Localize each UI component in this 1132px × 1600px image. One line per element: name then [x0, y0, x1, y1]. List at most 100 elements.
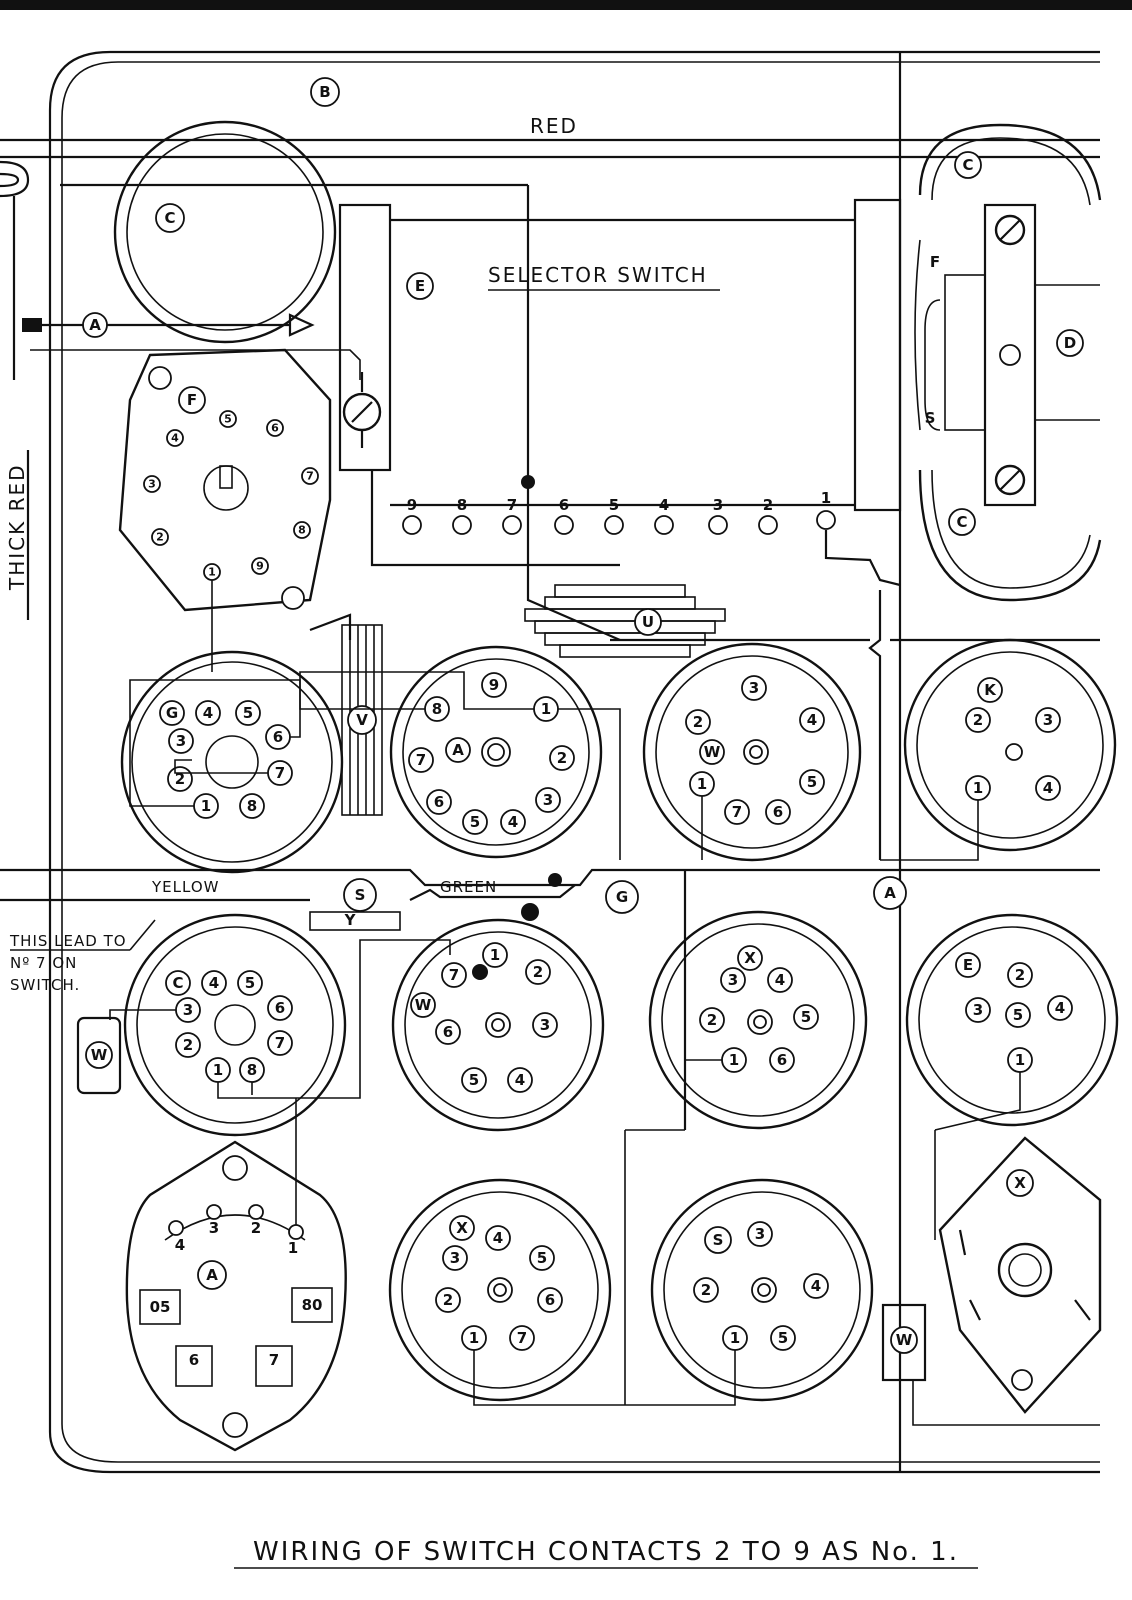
r-pin-4: 4 — [493, 1229, 503, 1247]
r-pin-3: 3 — [450, 1249, 460, 1267]
label-p: E — [963, 956, 973, 974]
r-pin-2: 2 — [443, 1291, 453, 1309]
n-pin-5: 5 — [801, 1008, 811, 1026]
label-b: B — [319, 83, 330, 101]
f-contact-6: 6 — [271, 422, 279, 435]
p-pin-5: 5 — [1013, 1006, 1023, 1024]
f-contact-2: 2 — [156, 531, 164, 544]
selector-switch: E SELECTOR SWITCH 9 8 7 6 5 4 3 2 1 — [60, 183, 902, 642]
g-pin-8: 8 — [247, 797, 257, 815]
label-k: K — [984, 681, 997, 699]
label-s: S — [713, 1231, 724, 1249]
g-pin-6: 6 — [273, 728, 283, 746]
l-pin-6: 6 — [275, 999, 285, 1017]
contact-6: 6 — [559, 496, 569, 514]
q-pin-4: 4 — [175, 1236, 185, 1254]
note-lead: THIS LEAD TO Nº 7 ON SWITCH. — [9, 919, 156, 994]
label-w-left: W — [91, 1046, 108, 1064]
s-pin-3: 3 — [755, 1225, 765, 1243]
label-y: Y — [344, 911, 357, 929]
socket-n: X 3 4 2 5 1 6 — [648, 910, 868, 1130]
l-pin-5: 5 — [245, 974, 255, 992]
q-pin-6: 6 — [189, 1351, 199, 1369]
m-pin-7: 7 — [449, 966, 459, 984]
n-pin-3: 3 — [728, 971, 738, 989]
label-j: W — [704, 743, 721, 761]
h-pin-9: 9 — [489, 676, 499, 694]
socket-j: W 3 2 4 5 1 7 6 — [642, 642, 862, 862]
label-c-bottom-right: C — [956, 513, 967, 531]
k-pin-4: 4 — [1043, 779, 1053, 797]
f-contact-1: 1 — [208, 566, 216, 579]
m-pin-2: 2 — [533, 963, 543, 981]
red-wire-label: RED — [530, 114, 578, 138]
k-pin-3: 3 — [1043, 711, 1053, 729]
g-pin-7: 7 — [275, 764, 285, 782]
label-s-mid: S — [355, 886, 366, 904]
r-pin-5: 5 — [537, 1249, 547, 1267]
n-pin-1: 1 — [729, 1051, 739, 1069]
m-pin-6: 6 — [443, 1023, 453, 1041]
k-pin-2: 2 — [973, 711, 983, 729]
label-n: X — [744, 949, 756, 967]
j-pin-1: 1 — [697, 775, 707, 793]
label-w-right: W — [896, 1331, 913, 1349]
h-pin-6: 6 — [434, 793, 444, 811]
contact-1: 1 — [821, 489, 831, 507]
l-pin-3: 3 — [183, 1001, 193, 1019]
g-pin-5: 5 — [243, 704, 253, 722]
f-contact-5: 5 — [224, 413, 232, 426]
label-l: C — [172, 974, 183, 992]
r-pin-7: 7 — [517, 1329, 527, 1347]
socket-h: A 9 8 1 7 2 6 3 5 4 — [299, 645, 621, 860]
m-pin-1: 1 — [490, 946, 500, 964]
component-b: B — [310, 77, 340, 107]
switch-contact-row: 9 8 7 6 5 4 3 2 1 — [402, 489, 836, 535]
socket-s: S 3 2 4 1 5 — [650, 1178, 874, 1402]
s-pin-1: 1 — [730, 1329, 740, 1347]
n-pin-4: 4 — [775, 971, 785, 989]
label-d: D — [1064, 334, 1076, 352]
contact-2: 2 — [763, 496, 773, 514]
contact-7: 7 — [507, 496, 517, 514]
l-pin-7: 7 — [275, 1034, 285, 1052]
caption-group: WIRING OF SWITCH CONTACTS 2 TO 9 AS No. … — [234, 1537, 978, 1569]
yellow-label: YELLOW — [151, 878, 219, 896]
label-q: A — [206, 1266, 218, 1284]
r-pin-6: 6 — [545, 1291, 555, 1309]
j-pin-2: 2 — [693, 713, 703, 731]
n-pin-6: 6 — [777, 1051, 787, 1069]
thick-red-lead: THICK RED — [0, 160, 30, 620]
f-contact-4: 4 — [171, 432, 179, 445]
j-pin-4: 4 — [807, 711, 817, 729]
f-contact-3: 3 — [148, 478, 156, 491]
note-line-2: Nº 7 ON — [10, 954, 77, 972]
socket-p: E 2 3 5 4 1 — [905, 913, 1119, 1131]
component-w-left: W — [76, 1016, 122, 1095]
p-pin-4: 4 — [1055, 999, 1065, 1017]
q-pin-05: 05 — [150, 1298, 171, 1316]
socket-l: C 4 5 3 6 2 7 1 8 — [109, 913, 451, 1236]
bus-wires — [610, 590, 1100, 860]
lead-a-arrow: A — [22, 312, 315, 338]
label-r: X — [456, 1219, 468, 1237]
socket-g: G 4 5 3 6 2 7 1 8 — [120, 650, 344, 874]
label-s-side: S — [925, 409, 936, 427]
selector-switch-title: SELECTOR SWITCH — [488, 263, 708, 287]
label-u: U — [642, 613, 654, 631]
contact-5: 5 — [609, 496, 619, 514]
component-c-top-left: C — [113, 120, 337, 344]
component-d-assembly: C C F S D — [914, 123, 1102, 602]
j-pin-6: 6 — [773, 803, 783, 821]
p-pin-1: 1 — [1015, 1051, 1025, 1069]
component-x: X — [938, 1136, 1102, 1414]
n-pin-2: 2 — [707, 1011, 717, 1029]
contact-4: 4 — [659, 496, 669, 514]
g-pin-4: 4 — [203, 704, 213, 722]
label-v: V — [356, 711, 368, 729]
h-pin-3: 3 — [543, 791, 553, 809]
label-f-side: F — [930, 253, 940, 271]
p-pin-2: 2 — [1015, 966, 1025, 984]
g-pin-1: 1 — [201, 797, 211, 815]
